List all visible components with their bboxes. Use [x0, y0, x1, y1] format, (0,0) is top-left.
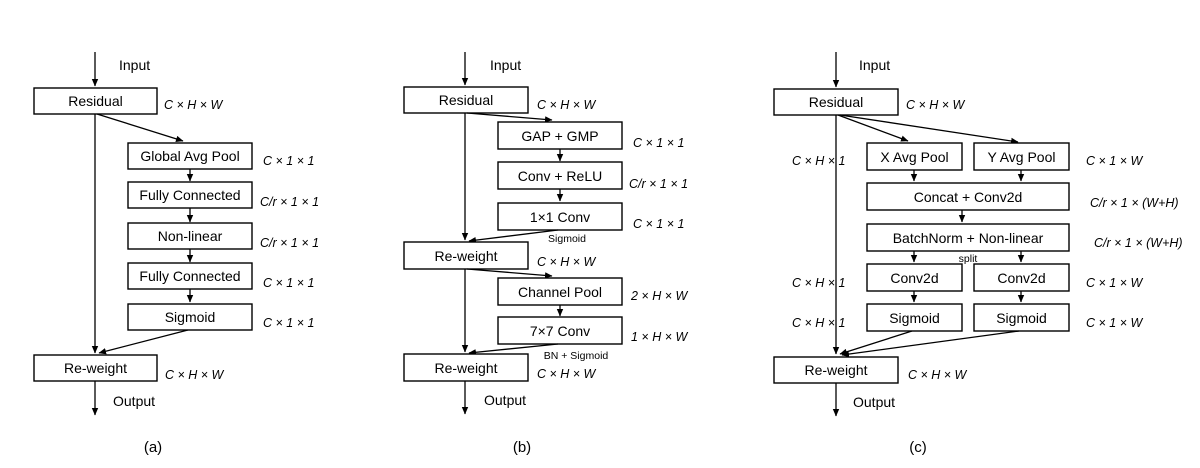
conv-relu-box	[497, 161, 623, 190]
reweight-dim-1: C × H × W	[537, 255, 597, 269]
conv-to-reweight-arrow-2	[468, 343, 559, 356]
input-label: Input	[119, 57, 150, 73]
sigmoid-right-label: Sigmoid	[996, 310, 1047, 326]
conv-relu-label: Conv + ReLU	[518, 168, 602, 184]
input-label: Input	[490, 57, 521, 73]
non-linear-dim: C/r × 1 × 1	[260, 236, 319, 250]
input-label: Input	[859, 57, 890, 73]
output-label: Output	[113, 393, 155, 409]
right-dim-3: C × 1 × W	[1086, 316, 1143, 330]
fully-connected-label-1: Fully Connected	[139, 187, 240, 203]
branch-arrow	[466, 112, 553, 123]
left-dim-2: C × H × 1	[792, 276, 846, 290]
global-avg-pool-label: Global Avg Pool	[140, 148, 239, 164]
concat-conv2d-box	[866, 182, 1070, 211]
branch-arrow	[96, 113, 184, 142]
panel-caption: (a)	[144, 439, 162, 456]
conv-7x7-dim: 1 × H × W	[631, 330, 688, 344]
reweight-box	[33, 354, 158, 382]
sigmoid-dim: C × 1 × 1	[263, 316, 314, 330]
concat-conv2d-label: Concat + Conv2d	[914, 189, 1023, 205]
residual-label: Residual	[439, 92, 493, 108]
conv2d-right-box	[973, 263, 1070, 292]
conv-1x1-box	[497, 202, 623, 231]
y-avg-pool-label: Y Avg Pool	[988, 149, 1056, 165]
batchnorm-dim: C/r × 1 × (W+H)	[1094, 236, 1183, 250]
conv-1x1-dim: C × 1 × 1	[633, 217, 684, 231]
global-avg-pool-dim: C × 1 × 1	[263, 154, 314, 168]
split-note: split	[959, 253, 978, 265]
sigmoid-label: Sigmoid	[165, 309, 216, 325]
reweight-box-2	[403, 353, 529, 382]
branch-arrow-y	[839, 114, 1019, 145]
sigmoid-to-reweight-arrow	[98, 329, 189, 355]
gap-gmp-label: GAP + GMP	[521, 128, 598, 144]
right-dim-2: C × 1 × W	[1086, 276, 1143, 290]
residual-box	[403, 86, 529, 114]
non-linear-label: Non-linear	[158, 228, 223, 244]
panel-a: Input Residual C × H × W Global Avg Pool…	[33, 52, 319, 456]
reweight-label-1: Re-weight	[434, 248, 497, 264]
sigmoid-left-box	[866, 303, 963, 332]
reweight-box	[773, 356, 899, 384]
fully-connected-box-2	[127, 262, 253, 290]
sigmoid-right-box	[973, 303, 1070, 332]
output-label: Output	[484, 392, 526, 408]
batchnorm-label: BatchNorm + Non-linear	[893, 230, 1044, 246]
conv2d-right-label: Conv2d	[997, 270, 1045, 286]
reweight-dim: C × H × W	[908, 368, 968, 382]
branch-arrow-x	[837, 114, 909, 142]
output-label: Output	[853, 394, 895, 410]
sigmoid-box	[127, 303, 253, 331]
reweight-dim-2: C × H × W	[537, 367, 597, 381]
residual-dim: C × H × W	[164, 98, 224, 112]
panel-caption: (b)	[513, 439, 531, 456]
bn-sigmoid-note: BN + Sigmoid	[544, 350, 609, 362]
concat-dim: C/r × 1 × (W+H)	[1090, 196, 1179, 210]
fully-connected-box-1	[127, 181, 253, 209]
conv2d-left-label: Conv2d	[890, 270, 938, 286]
fully-connected-label-2: Fully Connected	[139, 268, 240, 284]
channel-pool-dim: 2 × H × W	[630, 289, 688, 303]
conv-relu-dim: C/r × 1 × 1	[629, 177, 688, 191]
conv-7x7-label: 7×7 Conv	[530, 323, 590, 339]
gap-gmp-dim: C × 1 × 1	[633, 136, 684, 150]
sigmoid-left-label: Sigmoid	[889, 310, 940, 326]
reweight-dim: C × H × W	[165, 368, 225, 382]
residual-label: Residual	[68, 93, 122, 109]
conv-7x7-box	[497, 316, 623, 345]
channel-pool-label: Channel Pool	[518, 284, 602, 300]
batchnorm-box	[866, 223, 1070, 252]
reweight-label: Re-weight	[804, 362, 867, 378]
sigmoid-note: Sigmoid	[548, 233, 586, 245]
residual-dim: C × H × W	[537, 98, 597, 112]
sigmoid-right-to-reweight-arrow	[841, 330, 1020, 358]
gap-gmp-box	[497, 121, 623, 150]
reweight-box-1	[403, 241, 529, 270]
sigmoid-left-to-reweight-arrow	[839, 330, 913, 355]
reweight-label: Re-weight	[64, 360, 127, 376]
residual-dim: C × H × W	[906, 98, 966, 112]
global-avg-pool-box	[127, 142, 253, 170]
conv-to-reweight-arrow	[468, 229, 559, 244]
panel-b: Input Residual C × H × W GAP + GMP C × 1…	[403, 52, 688, 456]
right-dim-1: C × 1 × W	[1086, 154, 1143, 168]
x-avg-pool-label: X Avg Pool	[880, 149, 948, 165]
panel-caption: (c)	[909, 439, 927, 456]
left-dim-3: C × H × 1	[792, 316, 846, 330]
panel-c: Input Residual C × H × W C × H × 1 X Avg…	[773, 52, 1183, 456]
branch-arrow-2	[466, 268, 553, 279]
fully-connected-dim-2: C × 1 × 1	[263, 276, 314, 290]
residual-box	[773, 88, 899, 116]
left-dim-1: C × H × 1	[792, 154, 846, 168]
residual-label: Residual	[809, 94, 863, 110]
conv-1x1-label: 1×1 Conv	[530, 209, 590, 225]
conv2d-left-box	[866, 263, 963, 292]
reweight-label-2: Re-weight	[434, 360, 497, 376]
fully-connected-dim-1: C/r × 1 × 1	[260, 195, 319, 209]
